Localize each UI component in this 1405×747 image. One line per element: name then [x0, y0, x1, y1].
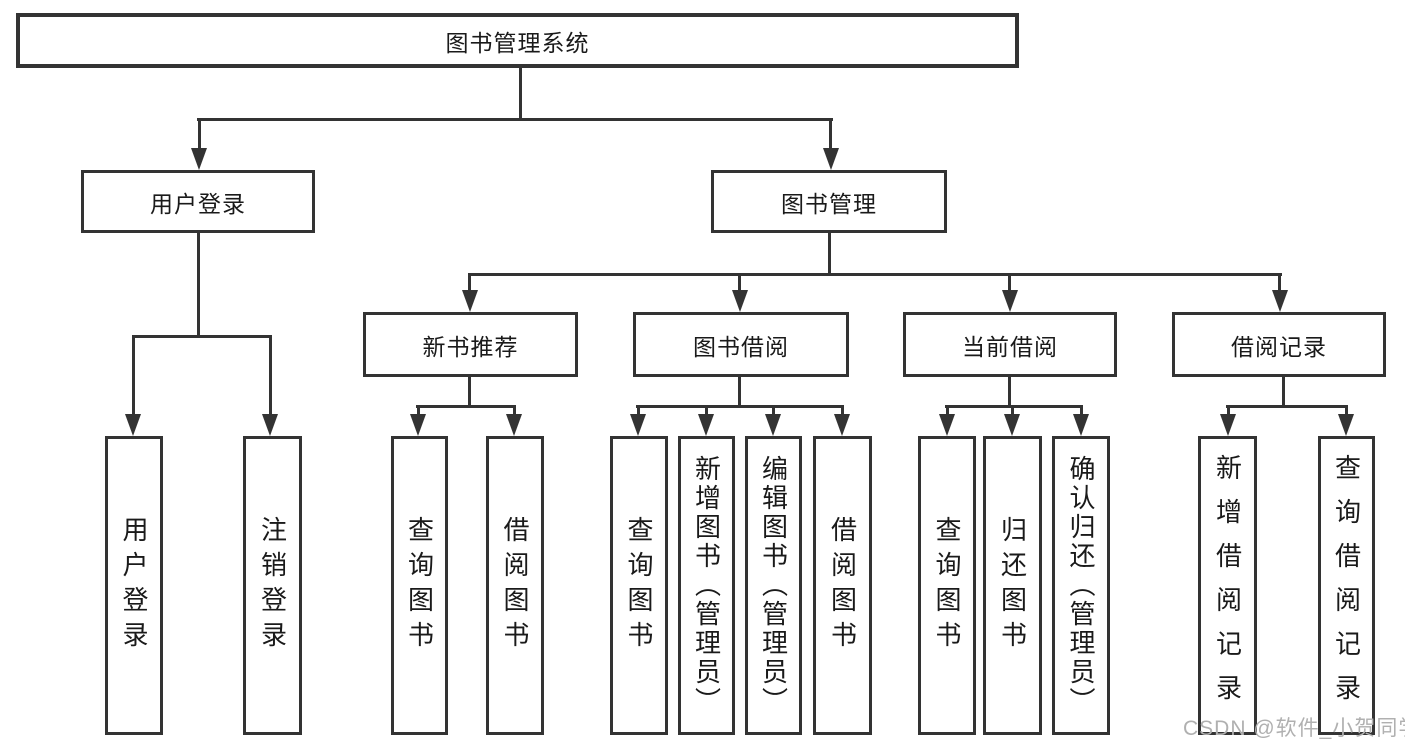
node-borrow-records-label: 借阅记录	[1231, 333, 1327, 360]
connector-to-login-leaf	[132, 335, 135, 416]
connector-group2-stub	[738, 377, 741, 405]
leaf-label: 新增图书（管理员）	[691, 455, 722, 716]
watermark-text: CSDN @软件_小贺同学	[1183, 717, 1405, 740]
connector-book-mgmt-stub	[828, 233, 831, 273]
leaf-query-borrow-record: 查询借阅记录	[1318, 436, 1375, 735]
connector-root-span	[197, 118, 833, 121]
leaf-query-books-2: 查询图书	[610, 436, 668, 735]
node-book-borrow: 图书借阅	[633, 312, 849, 377]
connector-group3-stub	[1008, 377, 1011, 405]
arrowhead-icon	[765, 414, 781, 436]
arrowhead-icon	[939, 414, 955, 436]
connector-to-book-borrow	[738, 273, 741, 293]
arrowhead-icon	[462, 290, 478, 312]
leaf-label: 查询图书	[404, 515, 435, 656]
arrowhead-icon	[1338, 414, 1354, 436]
arrowhead-icon	[1002, 290, 1018, 312]
leaf-borrow-books-1: 借阅图书	[486, 436, 544, 735]
connector-leaf-line	[513, 405, 516, 417]
connector-leaf-line	[637, 405, 640, 417]
leaf-user-login: 用户登录	[105, 436, 163, 735]
leaf-query-books-3: 查询图书	[918, 436, 976, 735]
node-new-book-recommend: 新书推荐	[363, 312, 578, 377]
connector-leaf-line	[946, 405, 949, 417]
leaf-label: 确认归还（管理员）	[1066, 455, 1096, 716]
connector-leaf-line	[841, 405, 844, 417]
connector-leaf-line	[1080, 405, 1083, 417]
leaf-label: 查询图书	[624, 515, 654, 656]
connector-user-login-stub	[197, 233, 200, 335]
arrowhead-icon	[1272, 290, 1288, 312]
connector-leaf-line	[1227, 405, 1230, 417]
node-book-management: 图书管理	[711, 170, 947, 233]
arrowhead-icon	[191, 148, 207, 170]
arrowhead-icon	[410, 414, 426, 436]
connector-group1-span	[416, 405, 515, 408]
connector-user-login-span	[132, 335, 272, 338]
node-root: 图书管理系统	[16, 13, 1019, 68]
arrowhead-icon	[834, 414, 850, 436]
node-user-login: 用户登录	[81, 170, 315, 233]
connector-leaf-line	[417, 405, 420, 417]
leaf-label: 查询借阅记录	[1331, 453, 1362, 718]
connector-to-new-book	[468, 273, 471, 293]
arrowhead-icon	[506, 414, 522, 436]
connector-to-borrow-records	[1278, 273, 1281, 293]
arrowhead-icon	[630, 414, 646, 436]
arrowhead-icon	[125, 414, 141, 436]
connector-book-mgmt-span	[468, 273, 1282, 276]
connector-group4-span	[1226, 405, 1347, 408]
leaf-logout: 注销登录	[243, 436, 302, 735]
connector-to-logout-leaf	[269, 335, 272, 416]
connector-root-stub	[519, 68, 522, 118]
leaf-borrow-books-2: 借阅图书	[813, 436, 872, 735]
connector-to-current-borrow	[1008, 273, 1011, 293]
node-root-label: 图书管理系统	[445, 29, 590, 56]
arrowhead-icon	[262, 414, 278, 436]
arrowhead-icon	[698, 414, 714, 436]
arrowhead-icon	[823, 148, 839, 170]
node-user-login-label: 用户登录	[150, 190, 246, 217]
connector-leaf-line	[1011, 405, 1014, 417]
node-book-borrow-label: 图书借阅	[693, 333, 789, 360]
connector-leaf-line	[1345, 405, 1348, 417]
leaf-label: 借阅图书	[827, 515, 858, 656]
leaf-label: 归还图书	[997, 515, 1028, 656]
node-current-borrow-label: 当前借阅	[962, 333, 1058, 360]
node-current-borrow: 当前借阅	[903, 312, 1117, 377]
leaf-label: 编辑图书（管理员）	[758, 455, 789, 716]
leaf-query-books-1: 查询图书	[391, 436, 448, 735]
leaf-label: 用户登录	[119, 515, 149, 656]
connector-group2-span	[636, 405, 843, 408]
connector-leaf-line	[772, 405, 775, 417]
connector-group4-stub	[1282, 377, 1285, 405]
leaf-label: 借阅图书	[500, 515, 530, 656]
node-borrow-records: 借阅记录	[1172, 312, 1386, 377]
leaf-label: 查询图书	[932, 515, 962, 656]
node-book-management-label: 图书管理	[781, 190, 877, 217]
leaf-label: 注销登录	[257, 515, 288, 656]
arrowhead-icon	[1004, 414, 1020, 436]
arrowhead-icon	[732, 290, 748, 312]
leaf-add-borrow-record: 新增借阅记录	[1198, 436, 1257, 735]
connector-leaf-line	[705, 405, 708, 417]
leaf-label: 新增借阅记录	[1212, 453, 1243, 718]
arrowhead-icon	[1073, 414, 1089, 436]
node-new-book-recommend-label: 新书推荐	[422, 333, 519, 360]
leaf-confirm-return-admin: 确认归还（管理员）	[1052, 436, 1110, 735]
connector-group1-stub	[468, 377, 471, 405]
connector-to-book-management	[829, 118, 832, 152]
leaf-add-book-admin: 新增图书（管理员）	[678, 436, 735, 735]
connector-to-user-login	[198, 118, 201, 152]
arrowhead-icon	[1220, 414, 1236, 436]
leaf-return-book: 归还图书	[983, 436, 1042, 735]
leaf-edit-book-admin: 编辑图书（管理员）	[745, 436, 802, 735]
